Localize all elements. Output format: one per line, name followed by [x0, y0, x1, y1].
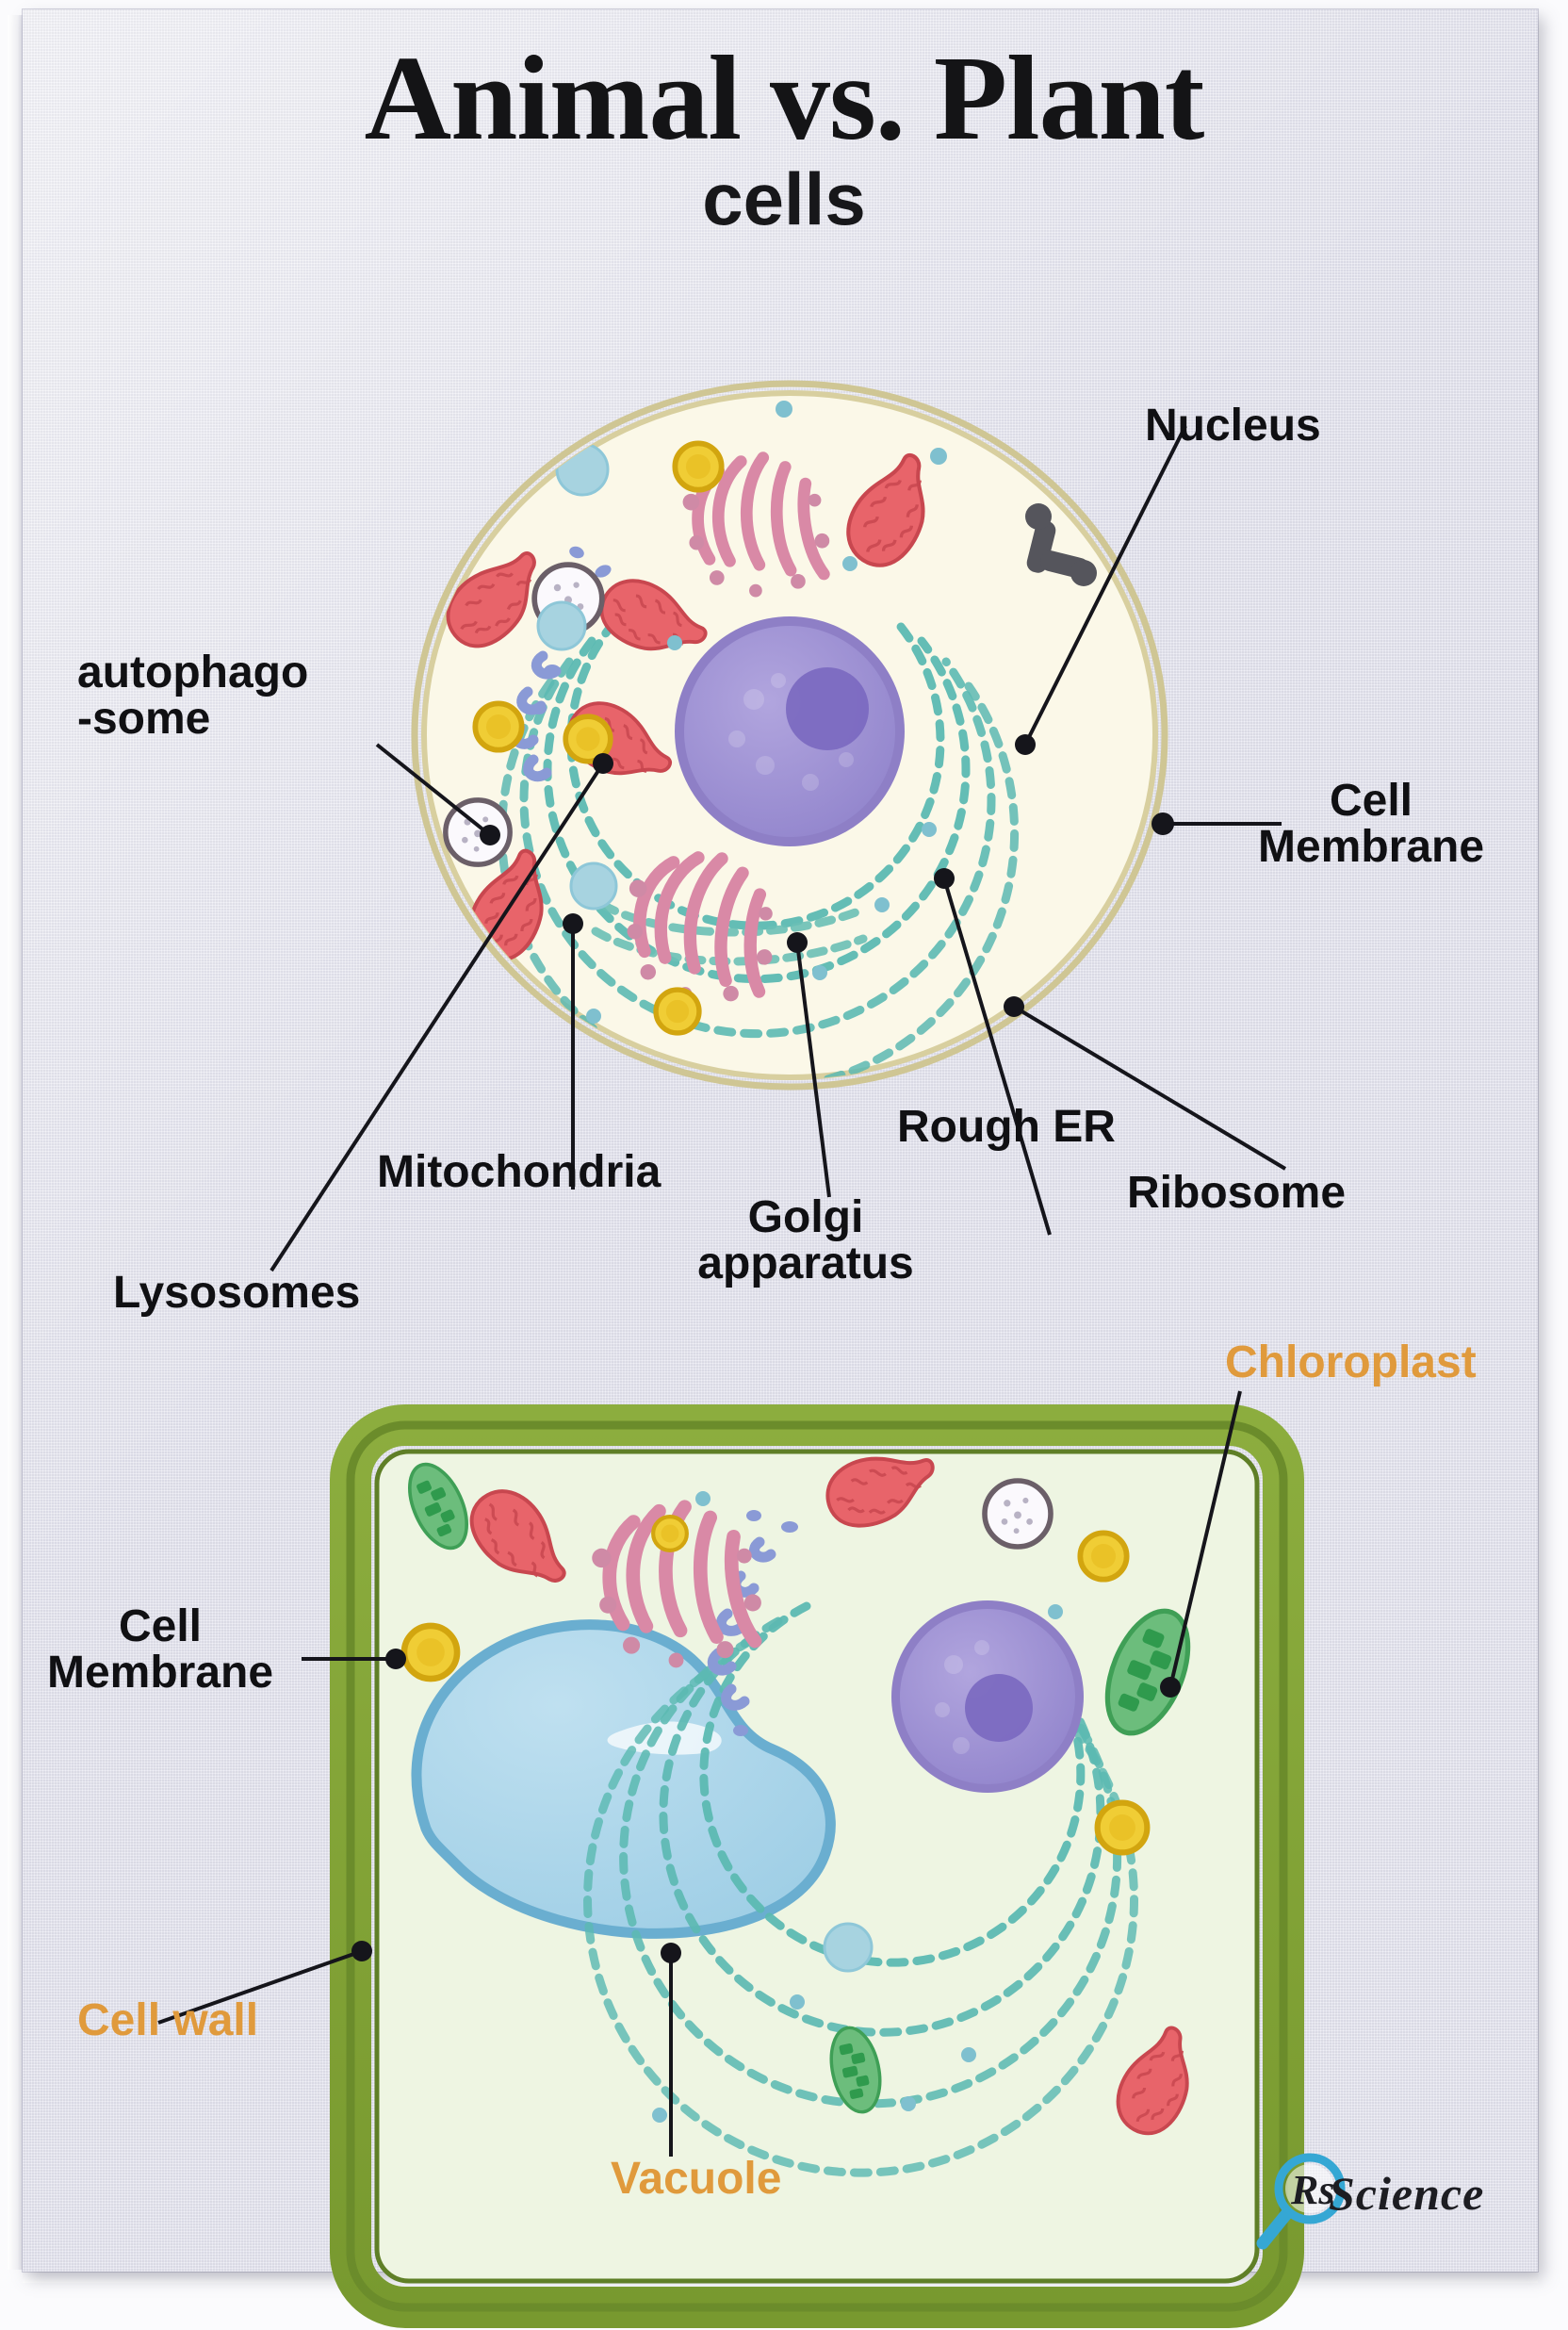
- label-ribosome: Ribosome: [1127, 1168, 1347, 1218]
- lysosome: [653, 1517, 687, 1551]
- logo-mark-text: Rs: [1290, 2167, 1334, 2213]
- ribosome-cluster: [823, 1922, 874, 1973]
- label-vacuole: Vacuole: [611, 2154, 782, 2204]
- label-mitochondria: Mitochondria: [377, 1147, 662, 1197]
- label-cell-membrane-animal: Cell Membrane: [1257, 776, 1485, 872]
- page-title: Animal vs. Plant: [364, 31, 1205, 165]
- canvas-left-edge: [8, 15, 26, 2270]
- magnifying-glass-icon: Rs: [1256, 2153, 1346, 2250]
- vacuole-highlight: [607, 1721, 722, 1755]
- label-cell-membrane-plant: Cell Membrane: [46, 1601, 274, 1698]
- lysosome: [404, 1626, 457, 1679]
- autophagosome: [446, 800, 510, 864]
- autophagosome: [985, 1481, 1051, 1547]
- label-chloroplast: Chloroplast: [1225, 1337, 1477, 1387]
- label-rough-er: Rough ER: [897, 1102, 1116, 1152]
- lysosome: [1098, 1803, 1148, 1853]
- lysosome: [565, 716, 611, 762]
- label-autophagosome: autophago -some: [77, 648, 309, 744]
- smooth-er-dots: [733, 1510, 798, 1736]
- rs-science-logo: Rs Science: [1251, 2151, 1496, 2255]
- label-nucleus: Nucleus: [1145, 401, 1321, 451]
- lysosome: [1080, 1533, 1126, 1579]
- label-golgi-apparatus: Golgi apparatus: [697, 1192, 914, 1288]
- plant-cell: [330, 1404, 1304, 2328]
- lysosome: [675, 443, 721, 489]
- label-lysosomes: Lysosomes: [113, 1268, 361, 1318]
- nucleus-plant: [891, 1600, 1084, 1793]
- page-subtitle: cells: [702, 157, 866, 240]
- animal-cell: [411, 380, 1168, 1091]
- smooth-er-dots: [531, 546, 612, 714]
- lysosome: [656, 990, 699, 1033]
- label-cell-wall: Cell wall: [77, 1995, 259, 2045]
- nucleus-animal: [675, 616, 905, 846]
- lysosome: [475, 703, 521, 749]
- logo-text: Science: [1329, 2167, 1485, 2220]
- free-ribosomes: [652, 1491, 1063, 2123]
